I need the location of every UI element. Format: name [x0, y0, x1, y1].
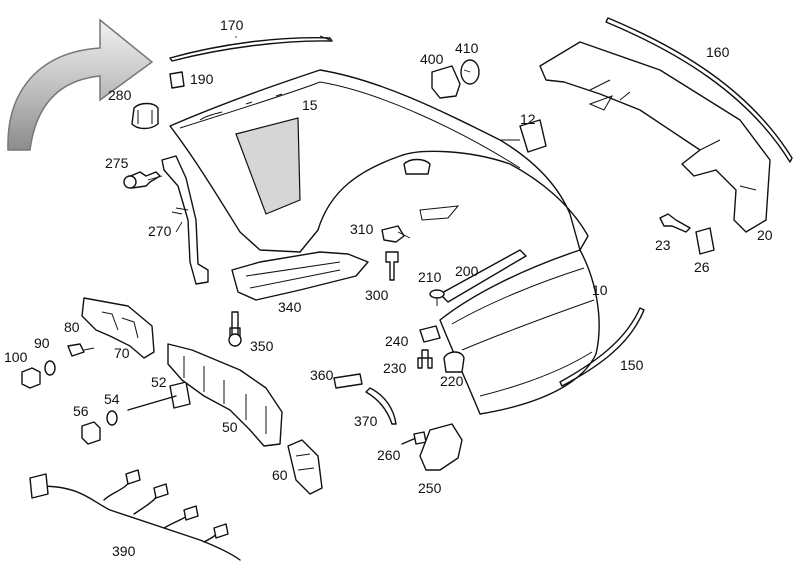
carrier-50	[167, 343, 283, 447]
back-arrow-icon[interactable]	[7, 18, 154, 151]
callout-360: 360	[310, 367, 334, 383]
callout-275: 275	[105, 155, 129, 171]
bracket-70	[81, 297, 155, 359]
clip-240	[419, 325, 441, 343]
callout-70: 70	[114, 345, 130, 361]
callout-280: 280	[108, 87, 132, 103]
bolt-230	[417, 349, 433, 369]
callout-300: 300	[365, 287, 389, 303]
sensor-holder-400	[431, 65, 461, 99]
callout-370: 370	[354, 413, 378, 429]
callout-60: 60	[272, 467, 288, 483]
callout-52: 52	[151, 374, 167, 390]
callout-160: 160	[706, 44, 730, 60]
upper-trim-strip	[169, 37, 333, 62]
clip-310	[381, 225, 405, 243]
bumper-cover-lower	[439, 249, 600, 415]
callout-12: 12	[520, 111, 536, 127]
retainer-52	[169, 381, 191, 409]
pin-54	[127, 395, 177, 411]
callout-210: 210	[418, 269, 442, 285]
nut-56	[81, 421, 101, 445]
bolt-260	[401, 437, 417, 445]
callout-54: 54	[104, 391, 120, 407]
bracket-60	[287, 439, 323, 495]
callout-100: 100	[4, 349, 28, 365]
callout-250: 250	[418, 480, 442, 496]
clip-190	[169, 71, 185, 89]
callout-20: 20	[757, 227, 773, 243]
callout-400: 400	[420, 51, 444, 67]
callout-50: 50	[222, 419, 238, 435]
panel-360	[333, 373, 363, 389]
callout-240: 240	[385, 333, 409, 349]
spoiler-strip-160	[605, 17, 793, 163]
retainer-280	[131, 102, 159, 130]
bracket-12	[519, 119, 547, 153]
bolt-300	[385, 251, 399, 281]
callout-220: 220	[440, 373, 464, 389]
bracket-270	[161, 155, 209, 285]
callout-410: 410	[455, 40, 479, 56]
washer-54	[106, 410, 118, 426]
bolt-80	[67, 343, 85, 357]
cap-220	[443, 351, 465, 373]
callout-56: 56	[73, 403, 89, 419]
callout-10: 10	[592, 282, 608, 298]
callout-150: 150	[620, 357, 644, 373]
callout-26: 26	[694, 259, 710, 275]
wiring-harness-390	[29, 469, 241, 561]
callout-15: 15	[302, 97, 318, 113]
trim-strip-150	[559, 307, 645, 387]
washer-90	[44, 360, 56, 376]
leader-lines	[147, 36, 471, 239]
callout-200: 200	[455, 263, 479, 279]
callout-190: 190	[190, 71, 214, 87]
callout-230: 230	[383, 360, 407, 376]
deflector-340	[231, 251, 369, 301]
screw-23	[659, 213, 691, 233]
clip-nut-26	[695, 227, 715, 255]
callout-260: 260	[377, 447, 401, 463]
trim-strip-200	[439, 249, 527, 303]
bumper-cover-upper	[169, 69, 589, 253]
cover-250	[419, 423, 463, 471]
callout-80: 80	[64, 319, 80, 335]
callout-390: 390	[112, 543, 136, 559]
callout-270: 270	[148, 223, 172, 239]
nut-100	[21, 367, 41, 389]
callout-170: 170	[220, 17, 244, 33]
callout-350: 350	[250, 338, 274, 354]
callout-90: 90	[34, 335, 50, 351]
callout-310: 310	[350, 221, 374, 237]
callout-23: 23	[655, 237, 671, 253]
washer-210	[429, 289, 445, 299]
strip-370	[365, 387, 397, 425]
trim-panel-20	[539, 41, 771, 233]
callout-340: 340	[278, 299, 302, 315]
